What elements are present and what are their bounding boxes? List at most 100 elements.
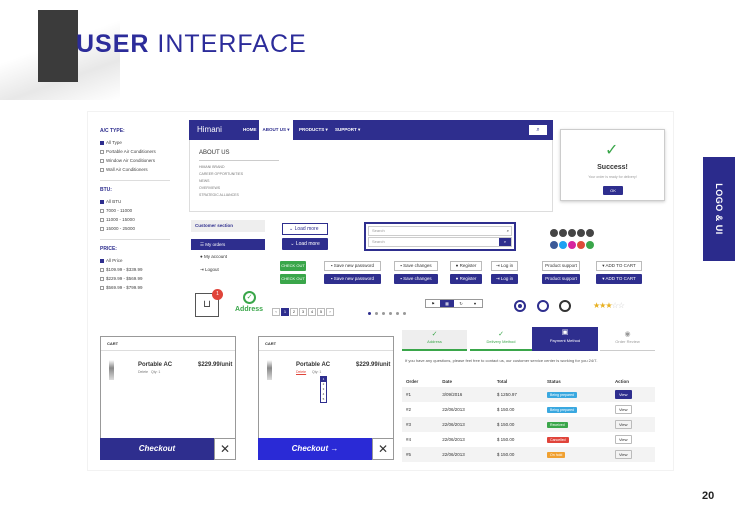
brand-logo[interactable]: Himani <box>197 125 222 134</box>
filter-option[interactable]: All Type <box>100 138 170 147</box>
page-link[interactable]: 3 <box>299 308 307 316</box>
email-icon[interactable] <box>586 241 594 249</box>
page-link[interactable]: 5 <box>317 308 325 316</box>
delete-link[interactable]: Delete <box>296 370 307 374</box>
nav-search-button[interactable]: ⌕ <box>529 125 547 135</box>
dropdown-item[interactable]: HIMANI BRAND <box>199 165 225 169</box>
add-to-cart-button[interactable]: ▾ ADD TO CART <box>596 261 642 271</box>
product-support-button-filled[interactable]: Product support <box>542 274 580 284</box>
carousel-dot[interactable] <box>396 312 399 315</box>
check-out-button-2[interactable]: CHECK OUT <box>280 274 306 284</box>
radio-unselected-dark[interactable] <box>559 300 571 312</box>
step-address[interactable]: ✓Address <box>402 330 467 351</box>
save-changes-button[interactable]: ▪ Save changes <box>394 261 438 271</box>
flag-icon[interactable]: ⚑ <box>431 301 435 306</box>
menu-logout[interactable]: ⇥ Logout <box>200 267 219 272</box>
checkbox-icon[interactable] <box>100 149 104 154</box>
dropdown-item[interactable]: OVERVIEWS <box>199 186 221 190</box>
filter-option[interactable]: $569.99 - $799.99 <box>100 283 170 292</box>
checkbox-icon[interactable] <box>100 285 104 290</box>
menu-my-account[interactable]: ● My account <box>200 254 227 259</box>
ok-button[interactable]: OK <box>603 186 623 195</box>
save-password-button[interactable]: ▪ Save new password <box>324 261 381 271</box>
checkout-button[interactable]: Checkout <box>100 438 214 460</box>
grid-icon[interactable]: ▦ <box>440 300 454 307</box>
checkout-button[interactable]: Checkout → <box>258 438 372 460</box>
qty-select[interactable]: Qty: 1 <box>312 370 322 374</box>
twitter-icon[interactable] <box>559 229 567 237</box>
qty-option[interactable]: 5 <box>322 397 325 401</box>
refresh-icon[interactable]: ↻ <box>459 301 463 306</box>
page-link[interactable]: 4 <box>308 308 316 316</box>
view-button[interactable]: View <box>614 405 632 414</box>
check-out-button[interactable]: CHECK OUT <box>280 261 306 271</box>
view-button[interactable]: View <box>614 420 632 429</box>
checkbox-icon[interactable] <box>100 217 104 222</box>
view-button[interactable]: View <box>614 390 632 399</box>
login-button[interactable]: ⇥ Log in <box>491 261 518 271</box>
delete-link[interactable]: Delete <box>138 370 149 374</box>
qty-option[interactable]: 4 <box>322 392 325 396</box>
heart-icon[interactable]: ♥ <box>473 301 477 306</box>
checkbox-icon[interactable] <box>100 158 104 163</box>
filter-option[interactable]: Portable Air Conditioners <box>100 147 170 156</box>
twitter-icon[interactable] <box>559 241 567 249</box>
qty-option[interactable]: 2 <box>322 382 325 386</box>
dropdown-item[interactable]: CAREER OPPORTUNITIES <box>199 172 244 176</box>
view-button[interactable]: View <box>614 450 632 459</box>
page-link[interactable]: 2 <box>290 308 298 316</box>
checkbox-icon[interactable] <box>100 140 104 145</box>
checkbox-icon[interactable] <box>100 276 104 281</box>
radio-unselected[interactable] <box>537 300 549 312</box>
save-changes-button-filled[interactable]: ▪ Save changes <box>394 274 438 284</box>
page-link[interactable]: › <box>326 308 334 316</box>
checkbox-icon[interactable] <box>100 226 104 231</box>
view-button[interactable]: View <box>614 435 632 444</box>
close-icon[interactable]: ✕ <box>214 438 236 460</box>
carousel-dot[interactable] <box>403 312 406 315</box>
search-icon[interactable]: ⌕ <box>499 238 511 246</box>
step-payment[interactable]: ▣Payment Method <box>532 327 598 351</box>
cart-icon-button[interactable]: ⊔ <box>195 293 219 317</box>
facebook-icon[interactable] <box>550 229 558 237</box>
qty-option[interactable]: 3 <box>322 387 325 391</box>
checkbox-icon[interactable] <box>100 258 104 263</box>
nav-about[interactable]: ABOUT US ▾ <box>259 120 293 140</box>
product-support-button[interactable]: Product support <box>542 261 580 271</box>
nav-home[interactable]: HOME <box>243 127 257 132</box>
nav-products[interactable]: PRODUCTS ▾ <box>299 127 328 132</box>
close-icon[interactable]: ✕ <box>372 438 394 460</box>
google-plus-icon[interactable] <box>577 229 585 237</box>
register-button-filled[interactable]: ● Register <box>450 274 482 284</box>
page-link[interactable]: ‹ <box>272 308 280 316</box>
login-button-filled[interactable]: ⇥ Log in <box>491 274 518 284</box>
add-to-cart-button-filled[interactable]: ▾ ADD TO CART <box>596 274 642 284</box>
filter-option[interactable]: $109.99 - $339.99 <box>100 265 170 274</box>
filter-option[interactable]: $229.99 - $569.99 <box>100 274 170 283</box>
register-button[interactable]: ● Register <box>450 261 482 271</box>
checkbox-icon[interactable] <box>100 208 104 213</box>
email-icon[interactable] <box>586 229 594 237</box>
filter-option[interactable]: 7000 - 11000 <box>100 206 170 215</box>
step-delivery[interactable]: ✓Delivery Method <box>470 330 532 351</box>
radio-selected[interactable] <box>514 300 526 312</box>
star-rating[interactable]: ★★★☆☆ <box>593 301 625 310</box>
qty-option[interactable]: 1 <box>321 377 326 382</box>
dropdown-item[interactable]: STRATEGIC ALLIANCES <box>199 193 239 197</box>
checkbox-icon[interactable] <box>100 199 104 204</box>
filter-option[interactable]: 15000 - 25000 <box>100 224 170 233</box>
checkbox-icon[interactable] <box>100 267 104 272</box>
dropdown-item[interactable]: NEWS <box>199 179 210 183</box>
filter-option[interactable]: Wall Air Conditioners <box>100 165 170 174</box>
page-link[interactable]: 1 <box>281 308 289 316</box>
google-plus-icon[interactable] <box>577 241 585 249</box>
carousel-dot[interactable] <box>382 312 385 315</box>
facebook-icon[interactable] <box>550 241 558 249</box>
search-input-1[interactable]: Search⌕ <box>368 226 512 236</box>
checkbox-icon[interactable] <box>100 167 104 172</box>
search-input-2[interactable]: Search⌕ <box>368 237 512 247</box>
menu-my-orders[interactable]: ☰ My orders <box>191 239 265 250</box>
filter-option[interactable]: All Price <box>100 256 170 265</box>
step-review[interactable]: ◉Order Review <box>600 330 655 351</box>
